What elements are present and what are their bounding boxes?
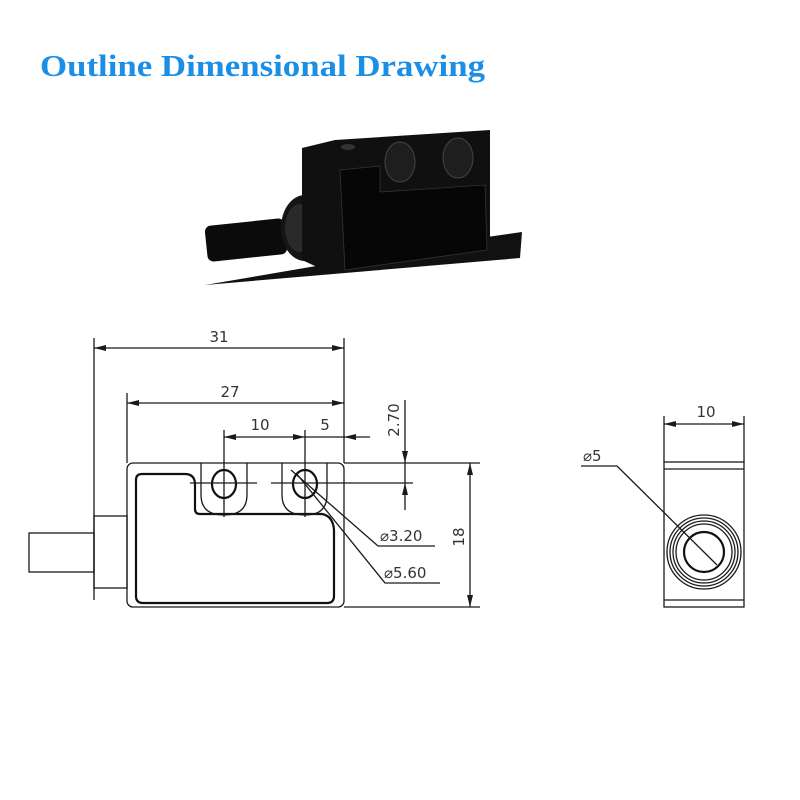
dim-cable-diameter: ⌀5 [583, 447, 602, 465]
dim-counterbore-diameter: ⌀5.60 [384, 564, 426, 582]
dim-body-length: 27 [220, 383, 239, 401]
sensor-body [126, 462, 345, 608]
side-view: 10 ⌀5 [581, 403, 745, 608]
cable-gland-outer [666, 514, 742, 590]
cable-section [682, 530, 726, 574]
cable-gland [93, 515, 128, 589]
sensor-face [134, 472, 336, 605]
dim-overall-length: 31 [209, 328, 228, 346]
dim-hole-diameter: ⌀3.20 [380, 527, 422, 545]
dim-hole-offset: 2.70 [385, 403, 403, 436]
dim-hole-spacing: 10 [250, 416, 269, 434]
dim-hole-to-edge: 5 [320, 416, 330, 434]
cable [28, 532, 95, 573]
dim-height: 18 [450, 527, 468, 546]
front-view: 31 27 10 5 2.70 18 [28, 328, 480, 608]
side-body [663, 461, 745, 608]
product-photo [204, 130, 522, 285]
page-title: Outline Dimensional Drawing [40, 48, 486, 83]
dim-width: 10 [696, 403, 715, 421]
